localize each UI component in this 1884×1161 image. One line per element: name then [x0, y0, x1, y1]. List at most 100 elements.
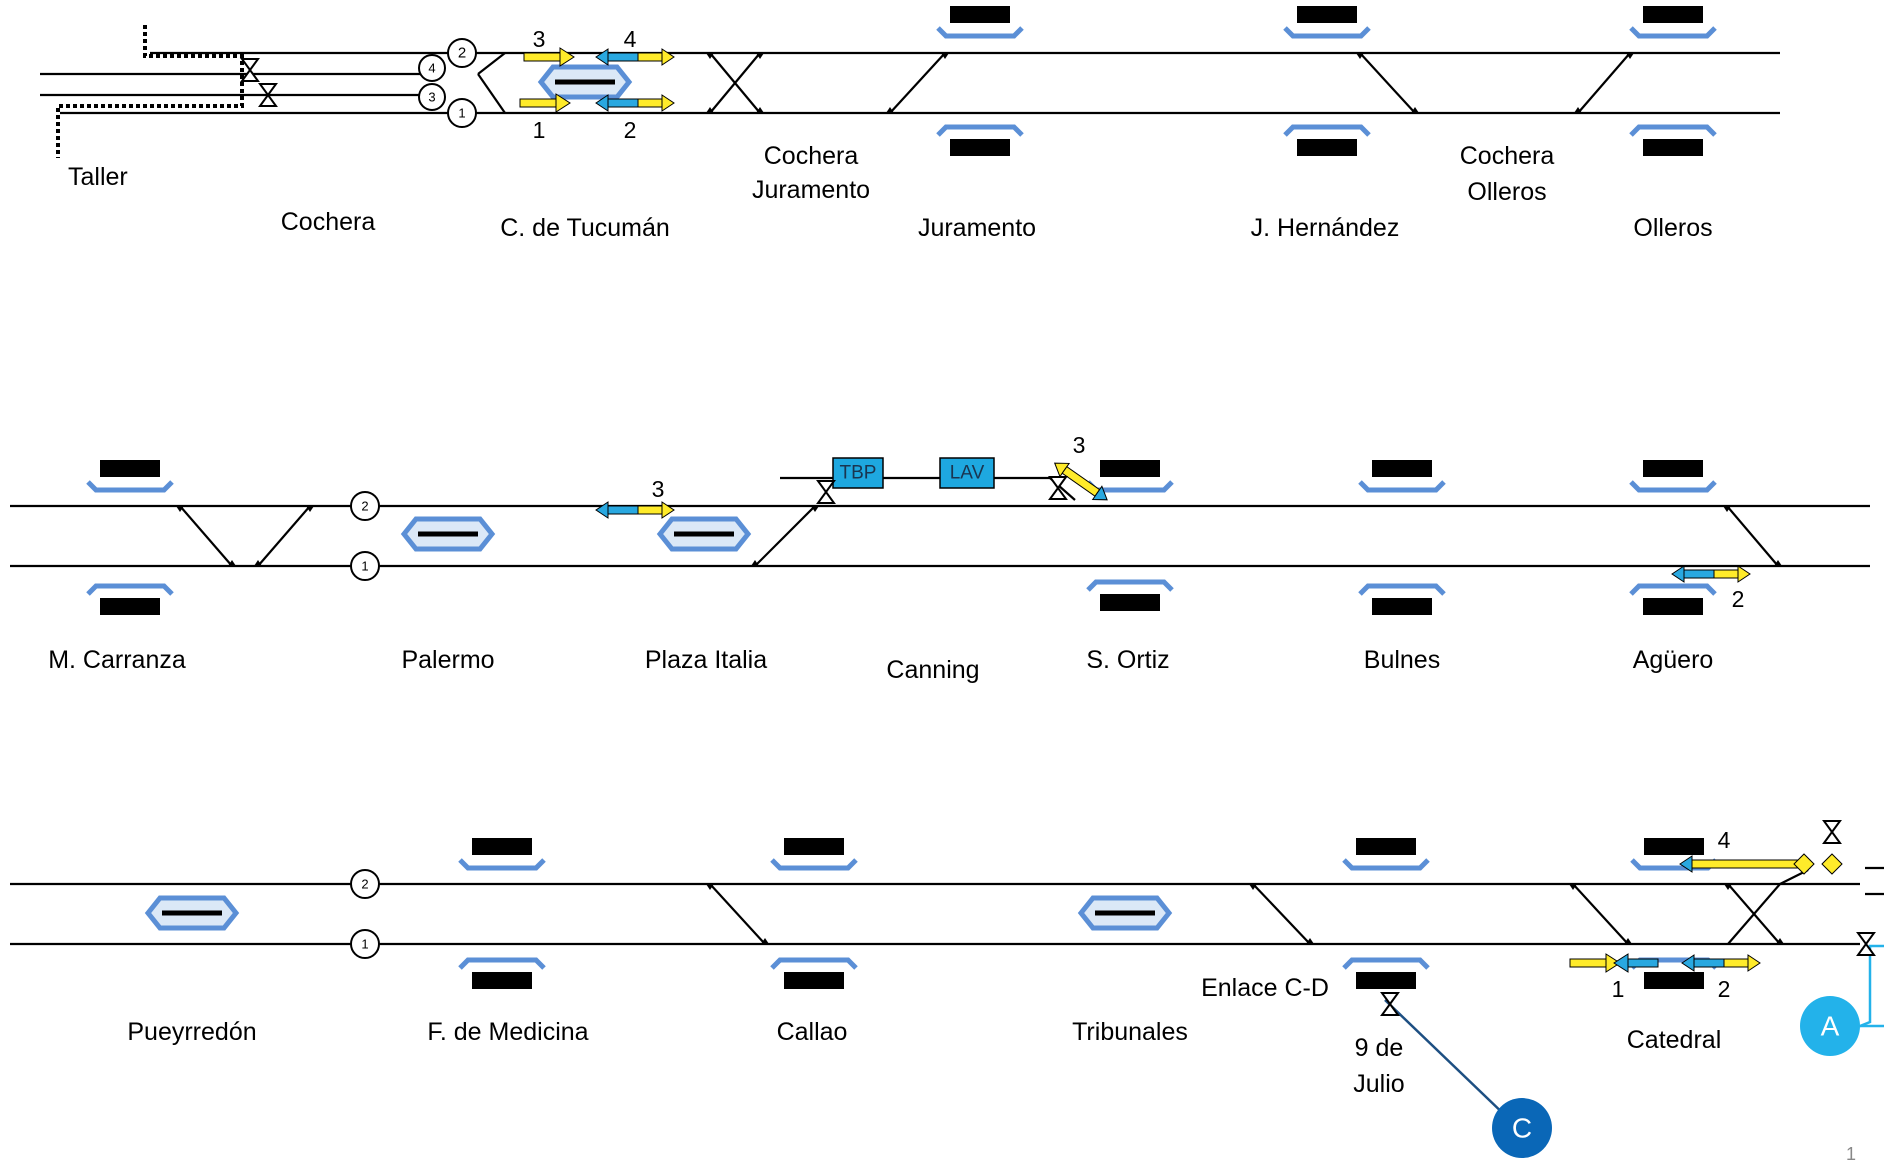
svg-text:2: 2: [361, 499, 368, 514]
station-label: Palermo: [401, 646, 494, 674]
signal-icon: [595, 501, 675, 519]
svg-text:2: 2: [361, 877, 368, 892]
island-platform: [148, 898, 236, 928]
station-label: S. Ortiz: [1086, 646, 1169, 674]
connector-c-line: [1384, 999, 1511, 1121]
signal-icon: [523, 47, 575, 67]
station-label: Julio: [1353, 1070, 1404, 1098]
row3-track-number-1: 1: [350, 929, 380, 959]
platform: [1088, 582, 1172, 611]
row3-tracks: [10, 866, 1884, 946]
row1-track-number-1: 1: [447, 98, 477, 128]
platform: [1360, 460, 1444, 490]
row1-track-number-4: 4: [418, 54, 446, 82]
connector-a-line: [1855, 944, 1884, 1028]
platform: [88, 460, 172, 490]
svg-text:TBP: TBP: [840, 463, 877, 484]
svg-text:2: 2: [458, 45, 466, 62]
platform: [938, 6, 1022, 36]
row2-turnout-heels: [176, 506, 1782, 566]
platform: [88, 586, 172, 615]
platform: [460, 838, 544, 868]
platform: [1631, 6, 1715, 36]
page-number: 1: [1846, 1144, 1856, 1161]
buffer-stop-icon: [241, 58, 259, 82]
island-platform: [660, 519, 748, 549]
platform: [1344, 838, 1428, 868]
signal-number: 3: [1073, 432, 1086, 458]
svg-text:1: 1: [361, 559, 368, 574]
signal-icon: [1613, 953, 1659, 973]
depot-label: Olleros: [1467, 178, 1546, 206]
signal-number: 2: [624, 117, 637, 143]
row3-turnout-heels: [706, 884, 1784, 944]
platform: [1360, 586, 1444, 615]
station-label: J. Hernández: [1251, 214, 1400, 242]
station-label: F. de Medicina: [427, 1018, 588, 1046]
signal-icon: [1053, 462, 1108, 501]
svg-text:LAV: LAV: [950, 463, 985, 484]
signal-number: 2: [1732, 586, 1745, 612]
buffer-stop-icon: [1049, 476, 1067, 500]
signal-number: 1: [533, 117, 546, 143]
row2-tracks: [10, 476, 1870, 568]
svg-text:A: A: [1821, 1011, 1840, 1042]
station-label: C. de Tucumán: [500, 214, 670, 242]
buffer-stop-icon: [1381, 992, 1399, 1016]
signal-icon: [1679, 853, 1843, 875]
depot-label: Cochera: [1460, 142, 1555, 170]
signal-icon: [595, 94, 675, 112]
lav-box: LAV: [939, 457, 995, 489]
signal-number: 2: [1718, 976, 1731, 1002]
platform: [1344, 960, 1428, 989]
row3-track-number-2: 2: [350, 869, 380, 899]
signal-number: 4: [1718, 827, 1731, 853]
svg-text:3: 3: [428, 90, 435, 105]
workshop-label: Taller: [68, 163, 128, 191]
station-label: Agüero: [1633, 646, 1714, 674]
depot-label: Juramento: [752, 176, 870, 204]
signal-icon: [1671, 565, 1751, 583]
row1-turnout-heels: [706, 53, 1634, 113]
station-label: Canning: [886, 656, 979, 684]
station-label: M. Carranza: [48, 646, 186, 674]
island-platform: [541, 67, 629, 97]
island-platform: [1081, 898, 1169, 928]
station-label: Plaza Italia: [645, 646, 767, 674]
platform: [1088, 460, 1172, 490]
station-label: Olleros: [1633, 214, 1712, 242]
link-label: Enlace C-D: [1201, 974, 1329, 1002]
svg-text:1: 1: [361, 937, 368, 952]
row1-track-number-3: 3: [418, 83, 446, 111]
signal-number: 4: [624, 26, 637, 52]
tbp-box: TBP: [832, 457, 884, 489]
platform: [938, 127, 1022, 156]
row1-track-number-2: 2: [447, 38, 477, 68]
row2-track-number-2: 2: [350, 491, 380, 521]
svg-text:4: 4: [428, 61, 435, 76]
station-label: Callao: [777, 1018, 848, 1046]
platform: [1631, 460, 1715, 490]
buffer-stop-icon: [817, 480, 835, 504]
station-label: Pueyrredón: [127, 1018, 256, 1046]
svg-text:C: C: [1512, 1113, 1532, 1144]
connector-a-badge: A: [1800, 996, 1860, 1056]
connector-c-badge: C: [1492, 1098, 1552, 1158]
row1-tracks: [40, 51, 1780, 115]
station-label: Tribunales: [1072, 1018, 1188, 1046]
platform: [1631, 127, 1715, 156]
station-label: Catedral: [1627, 1026, 1722, 1054]
signal-icon: [1569, 953, 1621, 973]
depot-label: Cochera: [764, 142, 859, 170]
buffer-stop-icon: [1857, 932, 1875, 956]
row2-track-number-1: 1: [350, 551, 380, 581]
platform: [772, 960, 856, 989]
signal-icon: [1681, 954, 1761, 972]
workshop-track: [56, 25, 244, 158]
signal-number: 3: [533, 26, 546, 52]
buffer-stop-icon: [1823, 820, 1841, 844]
svg-text:1: 1: [458, 106, 465, 121]
platform: [1631, 586, 1715, 615]
station-label: Bulnes: [1364, 646, 1440, 674]
